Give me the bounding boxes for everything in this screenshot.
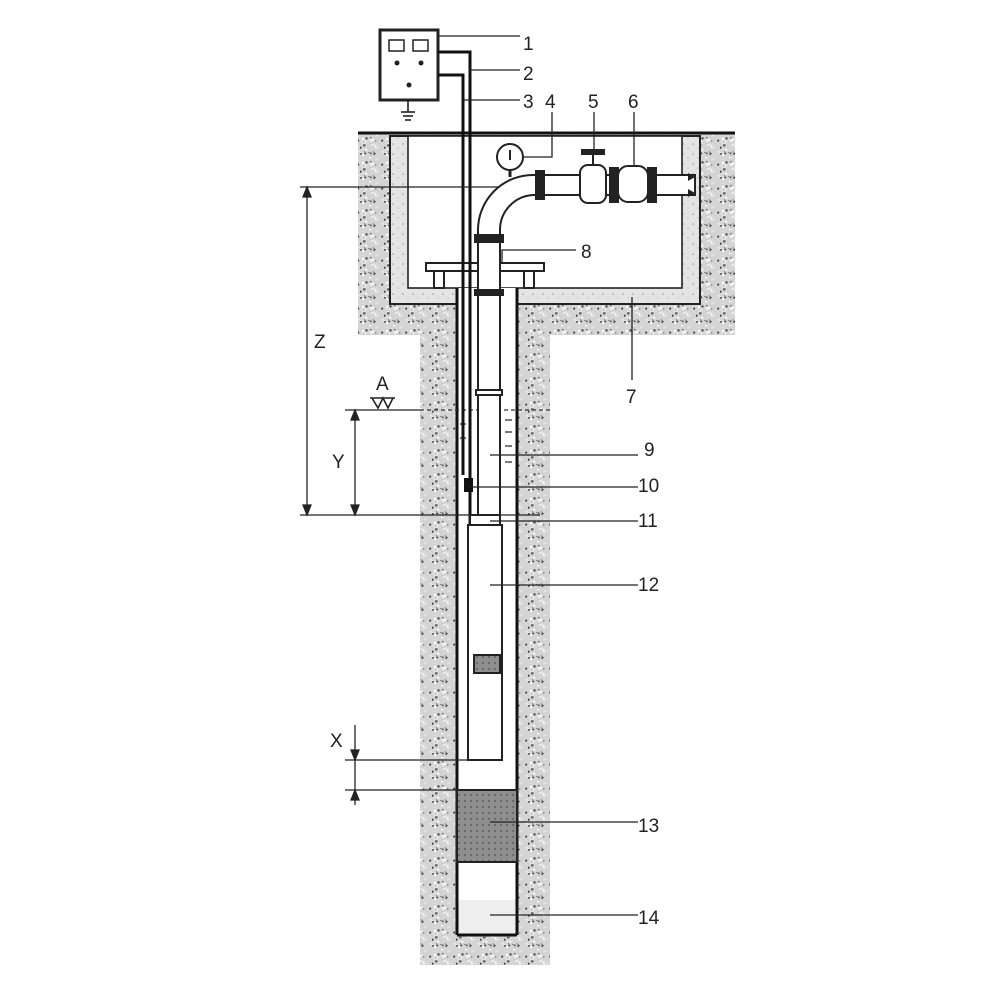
dimension-lines	[300, 185, 540, 805]
pump	[467, 514, 503, 761]
callout-1: 1	[523, 34, 534, 55]
gate-valve-icon	[579, 149, 607, 204]
control-box	[378, 28, 440, 102]
callout-12: 12	[638, 575, 659, 596]
water-level-label: A	[376, 374, 389, 395]
dimension-x-label: X	[330, 731, 343, 752]
callout-10: 10	[638, 476, 659, 497]
dimension-y-label: Y	[332, 452, 345, 473]
callout-5: 5	[588, 92, 599, 113]
callout-2: 2	[523, 64, 534, 85]
callout-14: 14	[638, 908, 660, 929]
dimension-z-label: Z	[314, 332, 326, 353]
pressure-gauge-icon	[496, 143, 524, 177]
callout-8: 8	[581, 242, 592, 263]
callout-11: 11	[638, 511, 658, 532]
cable-clamp	[464, 478, 473, 492]
leader-lines	[438, 35, 638, 916]
cable-3	[438, 73, 465, 475]
callout-3: 3	[523, 92, 534, 113]
callout-13: 13	[638, 816, 659, 837]
callout-9: 9	[644, 440, 655, 461]
flange	[535, 170, 545, 200]
callout-6: 6	[628, 92, 639, 113]
well-screen	[456, 789, 518, 863]
water-level-icon	[370, 396, 395, 410]
soil	[358, 133, 735, 965]
ground-symbol-icon	[401, 100, 415, 121]
flow-arrow-icon	[688, 173, 695, 197]
borehole-bottom	[457, 900, 517, 935]
callout-4: 4	[545, 92, 556, 113]
callout-7: 7	[626, 387, 637, 408]
cable-2	[438, 50, 472, 485]
check-valve-icon	[609, 165, 657, 203]
